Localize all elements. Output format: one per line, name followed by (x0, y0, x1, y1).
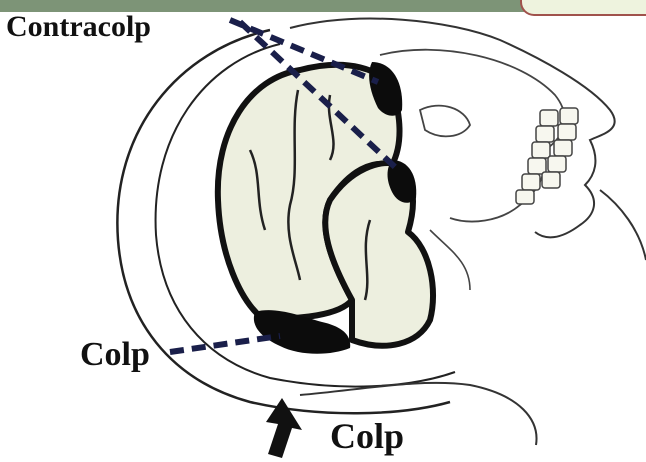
coup-label-left: Colp (80, 338, 150, 372)
brain-lower-lobe (325, 163, 433, 346)
eye-socket (420, 106, 470, 137)
leader-coup-left (170, 336, 280, 352)
contrecoup-label: Contracolp (6, 12, 151, 42)
teeth (516, 108, 578, 204)
coup-lesion (254, 310, 350, 354)
coup-label-bottom: Colp (330, 418, 404, 454)
cranial-base (430, 230, 470, 290)
jaw-outline (600, 190, 646, 260)
